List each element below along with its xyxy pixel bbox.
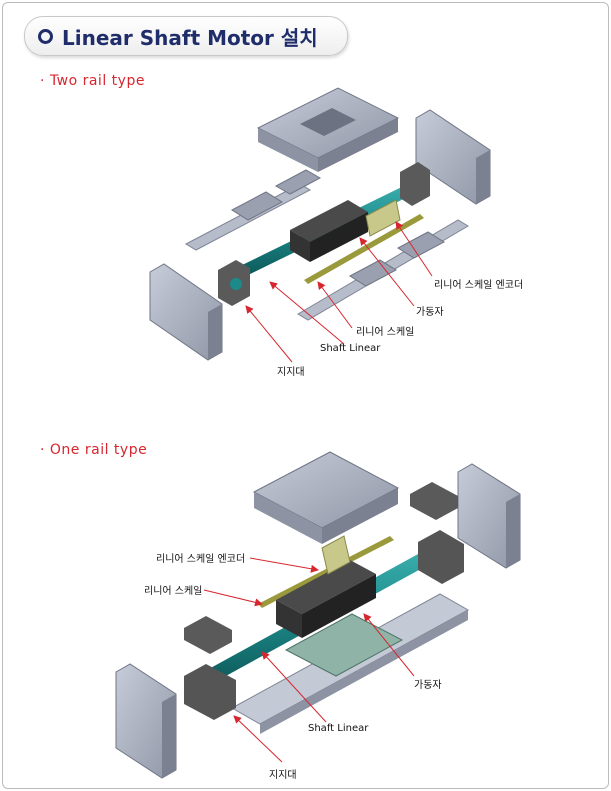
support-right xyxy=(418,530,464,584)
support-left xyxy=(184,664,236,720)
label-shaft: Shaft Linear xyxy=(308,723,369,734)
label-encoder: 리니어 스케일 엔코더 xyxy=(156,554,246,565)
section-heading-one-rail: · One rail type xyxy=(40,442,148,458)
linear-scale-strip xyxy=(258,536,394,608)
title-banner xyxy=(24,16,348,56)
label-mover: 가동자 xyxy=(416,307,444,318)
top-plate xyxy=(256,87,400,172)
page-title: Linear Shaft Motor 설치 xyxy=(62,26,318,50)
circle-bullet-icon xyxy=(38,29,53,44)
mover-block xyxy=(276,560,376,638)
support-right xyxy=(400,162,430,206)
support-left xyxy=(218,260,250,306)
label-encoder: 리니어 스케일 엔코더 xyxy=(434,280,524,291)
two-rail-diagram xyxy=(149,87,491,363)
label-support: 지지대 xyxy=(269,770,297,781)
label-scale: 리니어 스케일 xyxy=(144,586,203,597)
clamp-block-left xyxy=(184,616,232,654)
encoder-bracket xyxy=(365,199,401,237)
end-plate-left xyxy=(149,263,223,361)
end-plate-right xyxy=(457,463,521,569)
encoder-bracket xyxy=(321,535,351,575)
label-support: 지지대 xyxy=(277,367,305,378)
label-shaft: Shaft Linear xyxy=(320,343,381,354)
end-plate-left xyxy=(115,663,177,779)
clamp-block-right xyxy=(410,482,458,520)
label-scale: 리니어 스케일 xyxy=(356,327,415,338)
rail-front xyxy=(297,219,469,321)
rail-back xyxy=(184,169,322,251)
linear-scale-strip xyxy=(304,214,424,284)
section-heading-two-rail: · Two rail type xyxy=(40,73,145,89)
mover-block xyxy=(290,200,368,262)
mover-plate xyxy=(284,613,404,677)
top-plate xyxy=(252,451,400,544)
label-mover: 가동자 xyxy=(414,680,442,691)
one-rail-diagram xyxy=(115,451,521,779)
